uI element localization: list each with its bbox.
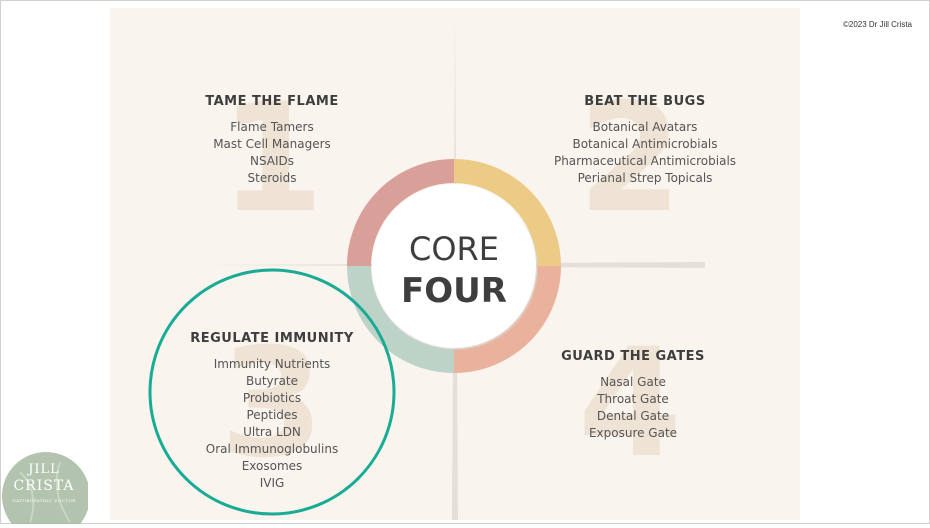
list-item: Botanical Avatars: [592, 120, 698, 134]
logo-line3: NATUROPATHIC DOCTOR: [12, 498, 76, 503]
list-item: NSAIDs: [249, 154, 295, 168]
list-item: Botanical Antimicrobials: [572, 137, 718, 151]
quadrant-beat-the-bugs: BEAT THE BUGS Botanical Avatars Botanica…: [530, 94, 760, 187]
list-item: Immunity Nutrients: [213, 357, 331, 371]
ring-arc-2: [453, 159, 561, 267]
ring-arc-4: [453, 265, 561, 373]
center-circle: [372, 184, 536, 348]
list-item: Ultra LDN: [243, 425, 301, 439]
list-item: Throat Gate: [597, 392, 669, 406]
list-item: Nasal Gate: [600, 375, 666, 389]
ring-arc-1: [347, 159, 455, 267]
quadrant-title: TAME THE FLAME: [205, 94, 339, 109]
logo-line2: CRISTA: [13, 478, 75, 494]
quadrant-3-number: 3: [220, 317, 324, 491]
list-item: Perianal Strep Topicals: [577, 171, 713, 185]
list-item: Butyrate: [245, 374, 299, 388]
list-item: Pharmaceutical Antimicrobials: [553, 154, 737, 168]
quadrant-guard-the-gates: GUARD THE GATES Nasal Gate Throat Gate D…: [533, 349, 733, 442]
center-line1: CORE: [409, 230, 499, 268]
list-item: Steroids: [247, 171, 297, 185]
list-item: Probiotics: [242, 391, 302, 405]
quadrant-title: BEAT THE BUGS: [584, 94, 706, 109]
list-item: Flame Tamers: [230, 120, 314, 134]
list-item: Peptides: [246, 408, 298, 422]
list-item: Oral Immunoglobulins: [205, 442, 339, 456]
list-item: Exposure Gate: [588, 426, 678, 440]
logo-line1: JILL: [28, 462, 60, 477]
center-line2: FOUR: [401, 271, 507, 311]
copyright-notice: ©2023 Dr Jill Crista: [842, 20, 912, 29]
list-item: Exosomes: [241, 459, 303, 473]
highlight-circle: [148, 268, 396, 516]
list-item: Dental Gate: [596, 409, 670, 423]
quadrant-regulate-immunity: REGULATE IMMUNITY Immunity Nutrients But…: [162, 331, 382, 492]
jill-crista-logo: JILL CRISTA NATUROPATHIC DOCTOR: [0, 452, 90, 528]
list-item: Mast Cell Managers: [213, 137, 331, 151]
quadrant-tame-the-flame: TAME THE FLAME Flame Tamers Mast Cell Ma…: [172, 94, 372, 187]
quadrant-4-number: 4: [578, 317, 682, 491]
quadrant-2-number: 2: [578, 72, 682, 246]
quadrant-title: REGULATE IMMUNITY: [190, 331, 354, 346]
logo-emblem: [2, 452, 90, 528]
quadrant-title: GUARD THE GATES: [561, 349, 705, 364]
ring-arc-3: [347, 265, 455, 373]
quadrant-1-number: 1: [220, 72, 324, 246]
list-item: IVIG: [259, 476, 285, 490]
